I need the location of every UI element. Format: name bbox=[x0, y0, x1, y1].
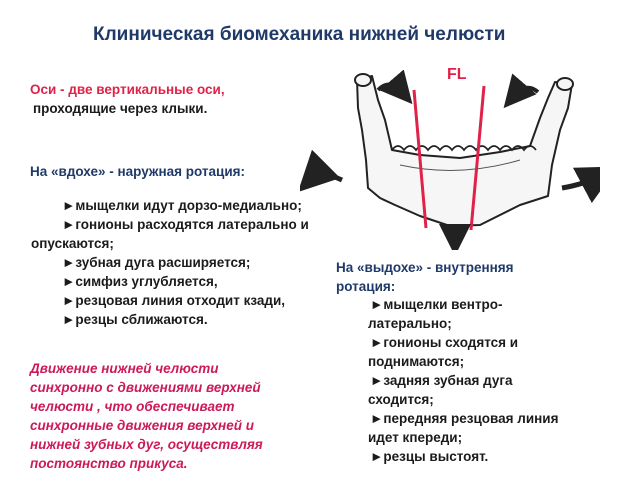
mandible-outline bbox=[356, 75, 573, 227]
note-line: челюсти , что обеспечивает bbox=[30, 399, 235, 414]
page-title: Клиническая биомеханика нижней челюсти bbox=[93, 24, 506, 45]
left-vertical-axis bbox=[412, 89, 428, 229]
list-item: ►мыщелки вентро- bbox=[370, 297, 503, 312]
list-item: ►передняя резцовая линия bbox=[370, 411, 559, 426]
note-line: постоянство прикуса. bbox=[30, 456, 188, 471]
list-item: поднимаются; bbox=[368, 354, 465, 369]
mandible-illustration bbox=[300, 70, 600, 250]
list-item: ►мыщелки идут дорзо-медиально; bbox=[62, 198, 302, 213]
axes-line-2: проходящие через клыки. bbox=[33, 101, 208, 116]
curved-arrow-icon bbox=[561, 166, 600, 204]
list-item: ►задняя зубная дуга bbox=[370, 373, 513, 388]
inhale-heading: На «вдохе» - наружная ротация: bbox=[30, 164, 245, 179]
exhale-list: ►мыщелки вентро- латерально; ►гонионы сх… bbox=[368, 295, 559, 466]
axes-description: Оси - две вертикальные оси, проходящие ч… bbox=[30, 80, 225, 118]
curved-arrow-icon bbox=[503, 73, 540, 109]
exhale-heading-line-2: ротация: bbox=[336, 279, 396, 294]
curved-arrow-icon bbox=[300, 149, 344, 193]
note-line: нижней зубных дуг, осуществляя bbox=[30, 437, 263, 452]
teeth-row bbox=[391, 145, 537, 152]
axes-line-1: две вертикальные оси, bbox=[64, 82, 225, 97]
exhale-heading-line-1: На «выдохе» - внутренняя bbox=[336, 260, 514, 275]
list-item: ►гонионы сходятся и bbox=[370, 335, 519, 350]
note-line: синхронные движения верхней и bbox=[30, 418, 254, 433]
curved-arrow-icon bbox=[376, 70, 413, 105]
right-vertical-axis bbox=[469, 85, 486, 231]
list-item: сходится; bbox=[368, 392, 434, 407]
left-condyle bbox=[354, 73, 372, 87]
synchrony-note: Движение нижней челюсти синхронно с движ… bbox=[30, 359, 263, 473]
list-item: ►гонионы расходятся латерально и bbox=[62, 217, 309, 232]
list-item: ►резцы выстоят. bbox=[370, 449, 489, 464]
axes-prefix: Оси - bbox=[30, 82, 65, 97]
exhale-heading: На «выдохе» - внутренняя ротация: bbox=[336, 258, 514, 296]
list-item: ►резцы сближаются. bbox=[62, 312, 208, 327]
list-item: ►резцовая линия отходит кзади, bbox=[62, 293, 285, 308]
list-item: опускаются; bbox=[31, 236, 114, 251]
right-condyle bbox=[556, 77, 574, 91]
list-item: ►симфиз углубляется, bbox=[62, 274, 218, 289]
mandible-inner-line bbox=[399, 159, 521, 171]
inhale-list: ►мыщелки идут дорзо-медиально; ►гонионы … bbox=[31, 196, 309, 329]
list-item: латерально; bbox=[368, 316, 452, 331]
note-line: Движение нижней челюсти bbox=[30, 361, 219, 376]
note-line: синхронно с движениями верхней bbox=[30, 380, 261, 395]
list-item: идет кпереди; bbox=[368, 430, 463, 445]
fl-label: FL bbox=[447, 66, 467, 83]
list-item: ►зубная дуга расширяется; bbox=[62, 255, 251, 270]
